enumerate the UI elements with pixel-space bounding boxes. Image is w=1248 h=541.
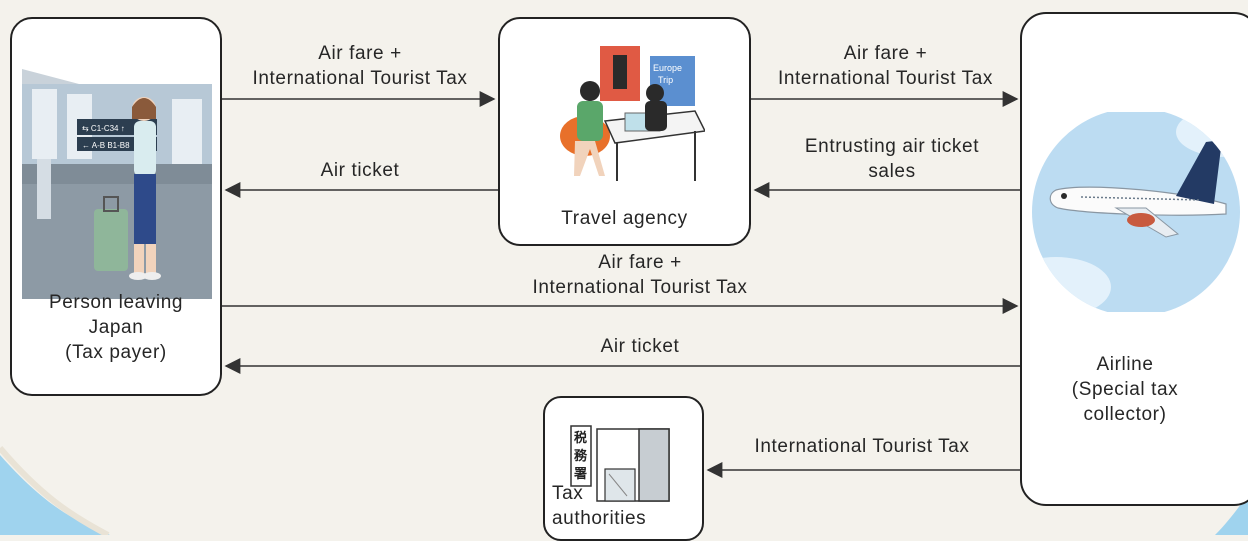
- svg-text:Trip: Trip: [658, 75, 673, 85]
- airplane-illustration: [1032, 112, 1240, 312]
- svg-text:Europe: Europe: [653, 63, 682, 73]
- flow-label-airline-to-person: Air ticket: [600, 336, 680, 357]
- svg-text:⇆ C1-C34 ↑: ⇆ C1-C34 ↑: [82, 124, 125, 133]
- svg-text:務: 務: [574, 448, 588, 464]
- tax-authorities-node: 税 務 署: [543, 396, 704, 541]
- flow-label-agency-to-airline: Air fare + International Tourist Tax: [778, 43, 993, 89]
- flow-label-person-to-airline: Air fare + International Tourist Tax: [532, 252, 748, 298]
- person-label: Person leaving Japan (Tax payer): [48, 292, 184, 363]
- svg-text:← A-B B1-B8: ← A-B B1-B8: [82, 141, 130, 150]
- airline-node: [1020, 12, 1248, 506]
- flow-label-agency-to-person: Air ticket: [320, 160, 400, 181]
- airport-traveler-illustration: ⇆ C1-C34 ↑ ← A-B B1-B8: [22, 59, 212, 299]
- tax-authorities-label: Tax authorities: [552, 483, 647, 529]
- airline-label: Airline (Special tax collector): [1071, 354, 1179, 425]
- person-node: ⇆ C1-C34 ↑ ← A-B B1-B8: [10, 17, 222, 396]
- travel-agency-node: Europe Trip: [498, 17, 751, 246]
- flow-label-person-to-agency: Air fare + International Tourist Tax: [252, 43, 468, 89]
- flow-label-airline-to-agency: Entrusting air ticket sales: [804, 136, 980, 182]
- travel-agency-illustration: Europe Trip: [560, 46, 705, 181]
- svg-text:税: 税: [574, 430, 587, 446]
- tax-office-building-illustration: 税 務 署: [570, 425, 670, 502]
- travel-agency-label: Travel agency: [561, 208, 688, 229]
- flow-label-airline-to-tax: International Tourist Tax: [754, 436, 970, 457]
- svg-text:署: 署: [574, 467, 587, 482]
